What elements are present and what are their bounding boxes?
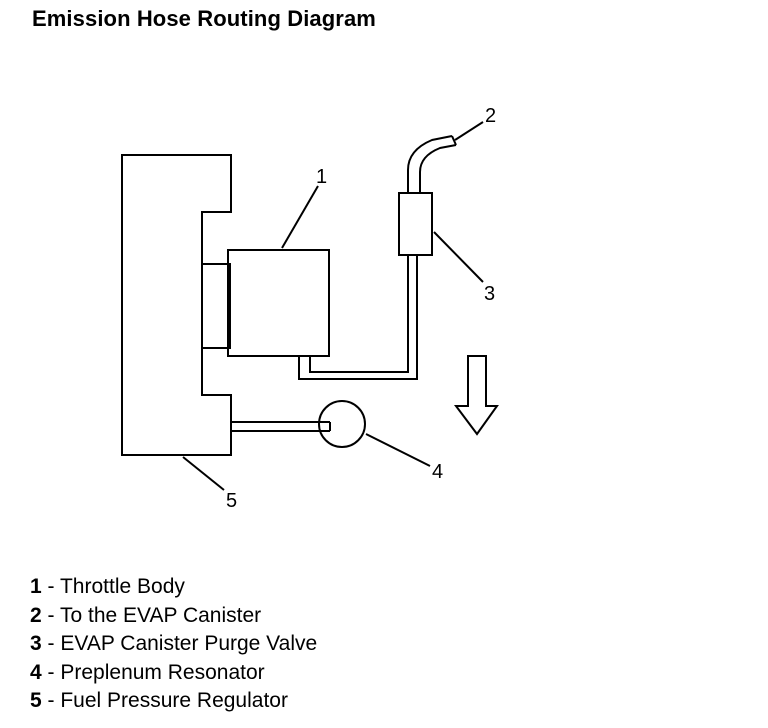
legend-number: 1 xyxy=(30,575,42,598)
leader-line-5 xyxy=(182,456,225,491)
arrow-down-icon xyxy=(454,355,499,436)
leader-line-4 xyxy=(365,433,431,467)
legend-separator: - xyxy=(41,689,61,712)
legend-number: 3 xyxy=(30,632,42,655)
preplenum-resonator xyxy=(318,400,366,448)
legend-text: To the EVAP Canister xyxy=(59,603,262,627)
legend-text: EVAP Canister Purge Valve xyxy=(60,632,318,655)
leader-line-1 xyxy=(281,185,319,249)
legend-text: Fuel Pressure Regulator xyxy=(60,689,288,712)
purge-hose xyxy=(298,256,418,380)
legend-item: 5 - Fuel Pressure Regulator xyxy=(30,687,317,716)
evap-canister-hose-inner xyxy=(419,144,457,193)
callout-5: 5 xyxy=(226,490,237,512)
legend-number: 5 xyxy=(30,689,42,712)
legend-separator: - xyxy=(41,632,61,655)
callout-1: 1 xyxy=(316,166,327,188)
legend-separator: - xyxy=(41,660,61,684)
legend-text: Preplenum Resonator xyxy=(60,660,265,684)
legend-text: Throttle Body xyxy=(59,575,185,598)
evap-canister-hose xyxy=(407,135,453,193)
evap-canister-hose-end xyxy=(451,135,457,146)
legend-number: 4 xyxy=(30,660,42,684)
legend-list: 1 - Throttle Body 2 - To the EVAP Canist… xyxy=(30,573,317,716)
legend-item: 3 - EVAP Canister Purge Valve xyxy=(30,630,317,659)
throttle-body-mount xyxy=(201,263,231,349)
callout-4: 4 xyxy=(432,461,443,483)
evap-purge-valve xyxy=(398,192,433,256)
page-title: Emission Hose Routing Diagram xyxy=(32,6,376,31)
legend-separator: - xyxy=(41,575,60,598)
legend-item: 4 - Preplenum Resonator xyxy=(30,659,317,688)
legend-item: 1 - Throttle Body xyxy=(30,573,317,602)
legend-item: 2 - To the EVAP Canister xyxy=(30,602,317,631)
throttle-body xyxy=(227,249,330,357)
leader-line-3 xyxy=(433,231,484,283)
callout-3: 3 xyxy=(484,283,495,305)
legend-separator: - xyxy=(41,603,60,627)
leader-line-2 xyxy=(454,121,484,141)
purge-hose-inner xyxy=(309,256,409,373)
legend-number: 2 xyxy=(30,603,42,627)
resonator-hose xyxy=(231,421,331,432)
callout-2: 2 xyxy=(485,105,496,127)
fuel-pressure-regulator-body xyxy=(121,154,232,456)
